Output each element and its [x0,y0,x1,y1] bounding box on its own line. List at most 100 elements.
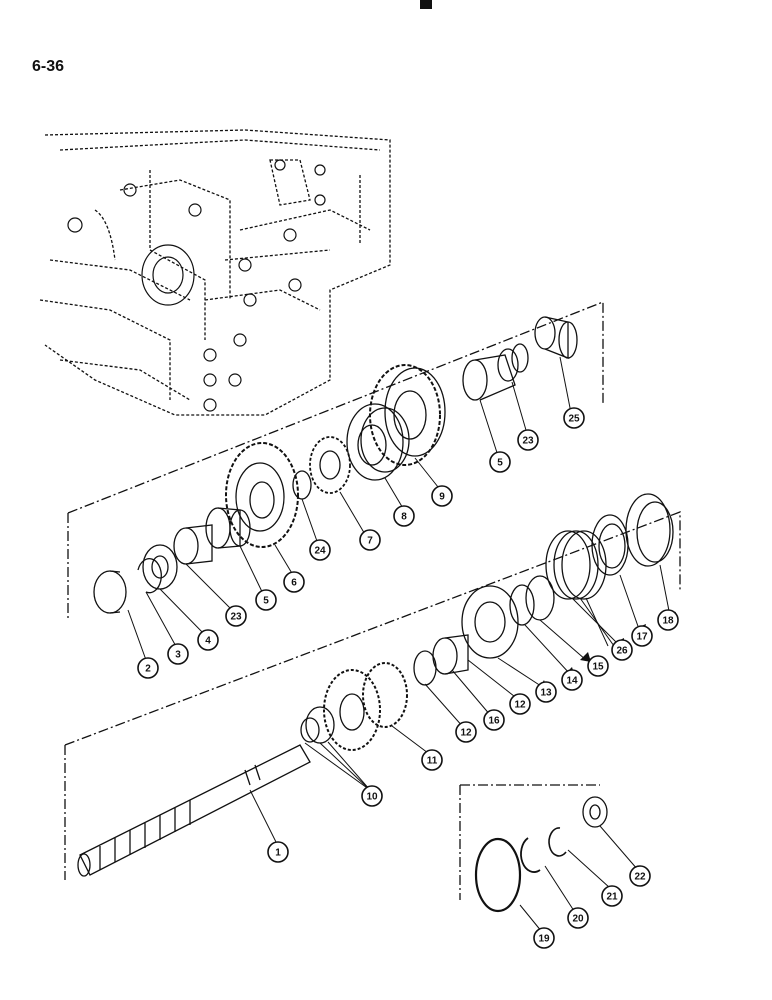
callout-label: 19 [538,934,550,945]
part-5-lower-bearing [205,507,251,549]
callout-c11: 11 [421,749,443,771]
callout-label: 5 [263,596,269,607]
part-17-ring [591,514,629,576]
callouts: 1234556789101112121314151617181920212223… [137,407,679,949]
callout-c10: 10 [361,785,383,807]
callout-c23a: 23 [225,605,247,627]
callout-label: 23 [522,436,534,447]
callout-c5b: 5 [489,451,511,473]
part-14-ring [509,584,535,626]
callout-label: 13 [540,688,552,699]
callout-c17: 17 [631,625,653,647]
part-3-snap-ring [137,558,162,594]
part-6-gear [225,442,299,548]
callout-circle [431,485,453,507]
callout-label: 4 [205,636,211,647]
callout-label: 22 [634,872,646,883]
callout-circle [455,721,477,743]
part-26-shims [545,530,607,600]
callout-c15: 15 [587,655,609,677]
callout-circle [561,669,583,691]
callout-circle [393,505,415,527]
callout-c6: 6 [283,571,305,593]
part-22-washer [582,796,608,828]
part-25-sleeve [534,316,578,359]
callout-label: 1 [275,848,281,859]
callout-label: 8 [401,512,407,523]
lower-assembly-frame [64,511,681,880]
callout-c26: 26 [611,639,633,661]
callout-label: 9 [439,492,445,503]
callout-circle [283,571,305,593]
part-23-upper-bearing [462,343,529,401]
callout-circle [535,681,557,703]
callout-c2: 2 [137,657,159,679]
callout-c24: 24 [309,539,331,561]
upper-assembly-frame [67,301,604,620]
callout-label: 12 [460,728,472,739]
callout-c14: 14 [561,669,583,691]
leader-lines [127,356,671,933]
callout-c22: 22 [629,865,651,887]
part-13-bearing [461,585,519,659]
part-12-bearings [413,634,469,686]
callout-circle [657,609,679,631]
callout-circle [563,407,585,429]
callout-label: 25 [568,414,580,425]
callout-c19: 19 [533,927,555,949]
callout-circle [629,865,651,887]
callout-circle [517,429,539,451]
part-11-cluster-gear [323,662,408,751]
part-21-snap-ring [548,827,567,857]
callout-label: 6 [291,578,297,589]
callout-label: 12 [514,700,526,711]
callout-circle [359,529,381,551]
part-2-cap [93,570,127,614]
callout-circle [137,657,159,679]
callout-label: 21 [606,892,618,903]
callout-circle [611,639,633,661]
callout-circle [483,709,505,731]
part-8-synchronizer [346,403,410,481]
callout-label: 14 [566,676,578,687]
callout-circle [631,625,653,647]
callout-c12a: 12 [455,721,477,743]
part-7-hub [309,436,351,494]
callout-circle [567,907,589,929]
callout-label: 18 [662,616,674,627]
callout-circle [309,539,331,561]
callout-label: 24 [314,546,326,557]
callout-circle [509,693,531,715]
callout-circle [167,643,189,665]
part-19-large-ring [474,837,522,913]
callout-c7: 7 [359,529,381,551]
callout-circle [267,841,289,863]
leader-arrowheads [538,610,676,690]
callout-circle [533,927,555,949]
callout-c13: 13 [535,681,557,703]
callout-c4: 4 [197,629,219,651]
callout-label: 2 [145,664,151,675]
callout-c20: 20 [567,907,589,929]
callout-circle [197,629,219,651]
callout-c23b: 23 [517,429,539,451]
callout-c5a: 5 [255,589,277,611]
callout-circle [225,605,247,627]
header-ink-mark [420,0,432,9]
callout-label: 11 [427,756,438,767]
transmission-housing [39,129,391,416]
callout-c3: 3 [167,643,189,665]
part-15-ring [525,575,555,621]
callout-label: 23 [230,612,242,623]
part-10-bearings [300,706,335,744]
callout-c8: 8 [393,505,415,527]
callout-c25: 25 [563,407,585,429]
callout-c1: 1 [267,841,289,863]
callout-label: 15 [592,662,604,673]
callout-circle [255,589,277,611]
part-1-main-shaft [77,744,311,877]
callout-label: 17 [636,632,648,643]
callout-circle [601,885,623,907]
callout-label: 7 [367,536,373,547]
